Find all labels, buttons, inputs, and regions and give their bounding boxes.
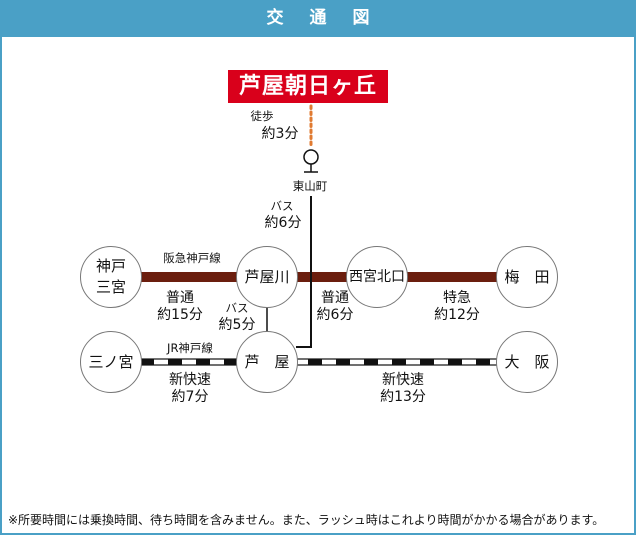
segment-time: 約15分: [157, 307, 203, 323]
segment-time: 約7分: [171, 389, 209, 405]
segment-time: 約6分: [316, 307, 354, 323]
segment-type: 普通: [166, 290, 194, 306]
hankyu-line: [140, 272, 510, 282]
bus-sub-time-label: 約5分: [218, 317, 256, 333]
bus-stop-label: 東山町: [292, 179, 328, 193]
station-ashiya: 芦 屋: [236, 331, 298, 393]
station-osaka: 大 阪: [496, 331, 558, 393]
station-sannomiya: 三ノ宮: [80, 331, 142, 393]
bus-stop-icon: [303, 149, 319, 173]
walk-mode-label: 徒歩: [250, 109, 274, 123]
station-umeda: 梅 田: [496, 246, 558, 308]
destination-label: 芦屋朝日ヶ丘: [228, 70, 388, 103]
segment-type: 新快速: [382, 372, 424, 388]
station-kobe-sannomiya: 神戸 三宮: [80, 246, 142, 308]
station-nishinomiya-kitaguchi: 西宮北口: [346, 246, 408, 308]
page-title: 交通図: [0, 0, 636, 37]
walk-time-label: 約3分: [261, 126, 299, 142]
segment-type: 普通: [321, 290, 349, 306]
bus-sub-mode-label: バス: [225, 301, 249, 315]
footnote: ※所要時間には乗換時間、待ち時間を含みません。また、ラッシュ時はこれより時間がか…: [8, 513, 605, 527]
bus-route-main: [296, 196, 312, 348]
hankyu-line-name: 阪急神戸線: [163, 251, 221, 265]
bus-time-label: 約6分: [264, 215, 302, 231]
station-ashiyagawa: 芦屋川: [236, 246, 298, 308]
segment-time: 約13分: [380, 389, 426, 405]
jr-line-name: JR神戸線: [167, 341, 213, 355]
segment-type: 特急: [443, 290, 471, 306]
segment-time: 約12分: [434, 307, 480, 323]
segment-type: 新快速: [169, 372, 211, 388]
bus-mode-label: バス: [270, 199, 294, 213]
